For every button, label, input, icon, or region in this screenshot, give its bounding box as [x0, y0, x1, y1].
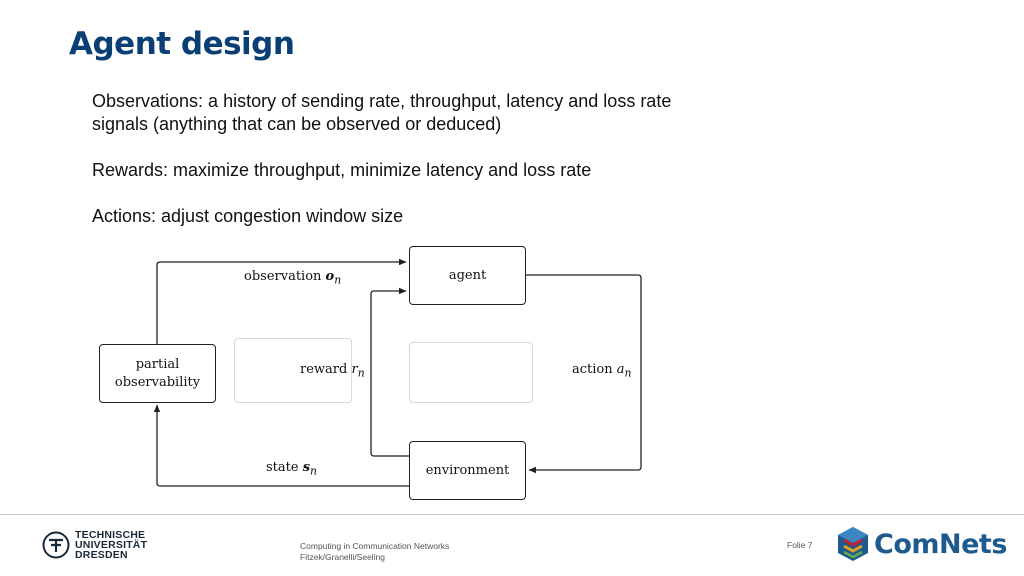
action-label: action an	[572, 362, 632, 380]
environment-box: environment	[409, 441, 526, 500]
observation-arrow	[156, 258, 407, 344]
agent-box: agent	[409, 246, 526, 305]
empty-placeholder-box	[234, 338, 352, 403]
environment-label: environment	[425, 462, 510, 478]
comnets-cube-icon	[838, 527, 868, 561]
action-arrow	[525, 274, 642, 474]
reward-label: reward rn	[300, 362, 365, 380]
page-number: Folie 7	[787, 540, 813, 550]
bullet-observations: Observations: a history of sending rate,…	[92, 91, 672, 134]
observation-label: observation on	[244, 269, 342, 287]
slide-title: Agent design	[69, 26, 295, 62]
empty-placeholder-box	[409, 342, 533, 403]
comnets-wordmark: ComNets	[874, 528, 1007, 560]
partial-observability-label: partial observability	[114, 356, 201, 390]
reward-symbol: r	[351, 362, 358, 377]
state-arrow	[153, 404, 409, 487]
partial-observability-box: partial observability	[99, 344, 216, 403]
tu-dresden-logo: TECHNISCHE UNIVERSITÄT DRESDEN	[42, 530, 147, 560]
bullet-rewards: Rewards: maximize throughput, minimize l…	[92, 160, 592, 180]
tu-dresden-seal-icon	[42, 531, 70, 559]
state-label: state sn	[266, 460, 318, 478]
course-authors: Fitzek/Granelli/Seeling	[300, 552, 386, 562]
action-symbol: a	[616, 362, 625, 377]
observation-symbol: o	[325, 269, 335, 284]
footer-divider	[0, 514, 1024, 515]
course-info: Computing in Communication Networks Fitz…	[300, 541, 449, 563]
comnets-logo: ComNets	[836, 526, 1007, 562]
course-name: Computing in Communication Networks	[300, 541, 450, 551]
agent-label: agent	[448, 267, 487, 283]
bullet-actions: Actions: adjust congestion window size	[92, 206, 404, 226]
reward-arrow	[370, 287, 409, 457]
state-symbol: s	[302, 460, 311, 475]
university-name: TECHNISCHE UNIVERSITÄT DRESDEN	[75, 529, 148, 561]
